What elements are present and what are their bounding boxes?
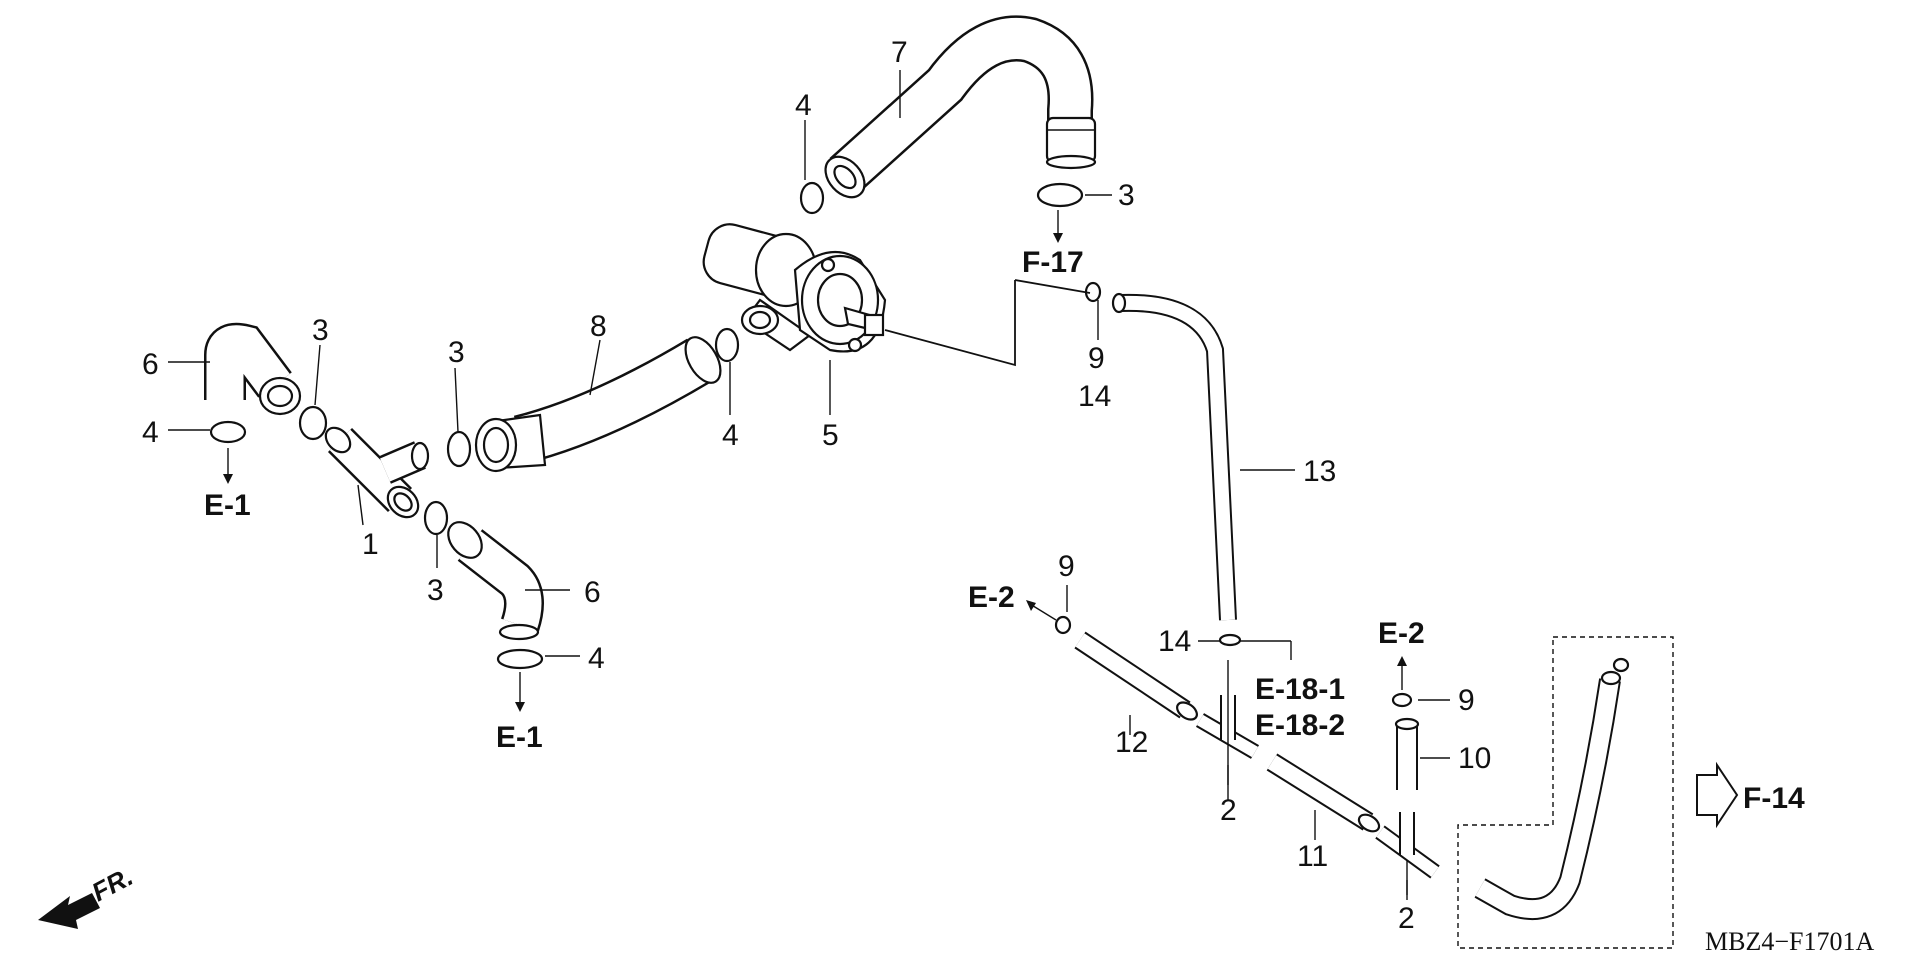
callout-3-mid: 3: [448, 336, 465, 369]
callout-12: 12: [1115, 726, 1148, 759]
callout-14-lower: 14: [1158, 625, 1191, 658]
hose-part-7: [824, 15, 1097, 199]
ref-f14: F-14: [1743, 782, 1805, 815]
callout-4-bottom: 4: [588, 642, 605, 675]
tee-part-2-center: [1195, 660, 1260, 800]
ref-e2-left: E-2: [968, 581, 1015, 614]
hollow-arrow-icon: [1696, 761, 1739, 829]
callout-9-right: 9: [1458, 684, 1475, 717]
leader-lines: [168, 70, 1450, 895]
elbow-part-6-lower: [447, 521, 544, 641]
ref-e1-left: E-1: [204, 489, 251, 522]
callout-6-lower: 6: [584, 576, 601, 609]
clamp-3-a: [298, 405, 328, 441]
clamp-14: [1218, 633, 1242, 647]
clamp-9-c: [1391, 692, 1413, 708]
callout-7: 7: [891, 36, 908, 69]
callout-4-left: 4: [142, 416, 159, 449]
callout-14-upper: 14: [1078, 380, 1111, 413]
tube-part-12: [1074, 631, 1198, 721]
pipe-part-10: [1394, 717, 1420, 790]
arrows: [223, 210, 1739, 829]
ref-e2-right: E-2: [1378, 617, 1425, 650]
tube-part-13: [884, 279, 1237, 621]
callout-numbers: 1 2 2 3 3 3 3 4 4 4 4 5 6 6 7 8 9 9 9 10…: [142, 36, 1491, 935]
callout-8: 8: [590, 310, 607, 343]
tee-joint-part-1: [324, 426, 430, 519]
clamp-3-b: [446, 430, 472, 468]
clamp-3-d: [1036, 182, 1084, 208]
drawing-code: MBZ4−F1701A: [1705, 927, 1874, 956]
clamp-4-a: [209, 420, 247, 444]
clamp-4-b: [714, 327, 740, 363]
tee-part-2-right: [1375, 812, 1440, 900]
callout-9-upper: 9: [1088, 342, 1105, 375]
callout-10: 10: [1458, 742, 1491, 775]
callout-4-valve: 4: [722, 419, 739, 452]
ref-f17: F-17: [1022, 246, 1084, 279]
callout-1: 1: [362, 528, 379, 561]
ref-e18-2: E-18-2: [1255, 709, 1345, 742]
callout-2-center: 2: [1220, 794, 1237, 827]
tube-part-11: [1266, 753, 1381, 833]
clamp-3-c: [423, 500, 449, 536]
callout-13: 13: [1303, 455, 1336, 488]
ref-e1-bottom: E-1: [496, 721, 543, 754]
callout-11: 11: [1297, 840, 1328, 873]
elbow-part-6-upper: [204, 322, 302, 416]
front-direction-arrow: FR.: [38, 861, 138, 929]
clamp-4-d: [496, 648, 544, 670]
reference-labels: E-1 E-1 E-2 E-2 E-18-1 E-18-2 F-17 F-14: [204, 246, 1805, 815]
valve-part-5: [702, 223, 887, 353]
callout-9-lower: 9: [1058, 550, 1075, 583]
callout-3-lower: 3: [427, 574, 444, 607]
callout-4-top: 4: [795, 89, 812, 122]
callout-5: 5: [822, 419, 839, 452]
ref-e18-1: E-18-1: [1255, 673, 1345, 706]
alternate-hose-box: [1457, 636, 1674, 949]
clamps: [209, 181, 1413, 708]
hose-part-8: [474, 336, 722, 473]
callout-3-right: 3: [1118, 179, 1135, 212]
clamp-4-c: [799, 181, 825, 215]
front-arrow-icon: [38, 893, 100, 929]
callout-2-right: 2: [1398, 902, 1415, 935]
clamp-9-b: [1054, 615, 1072, 635]
callout-6-upper: 6: [142, 348, 159, 381]
callout-3-upper-left: 3: [312, 314, 329, 347]
